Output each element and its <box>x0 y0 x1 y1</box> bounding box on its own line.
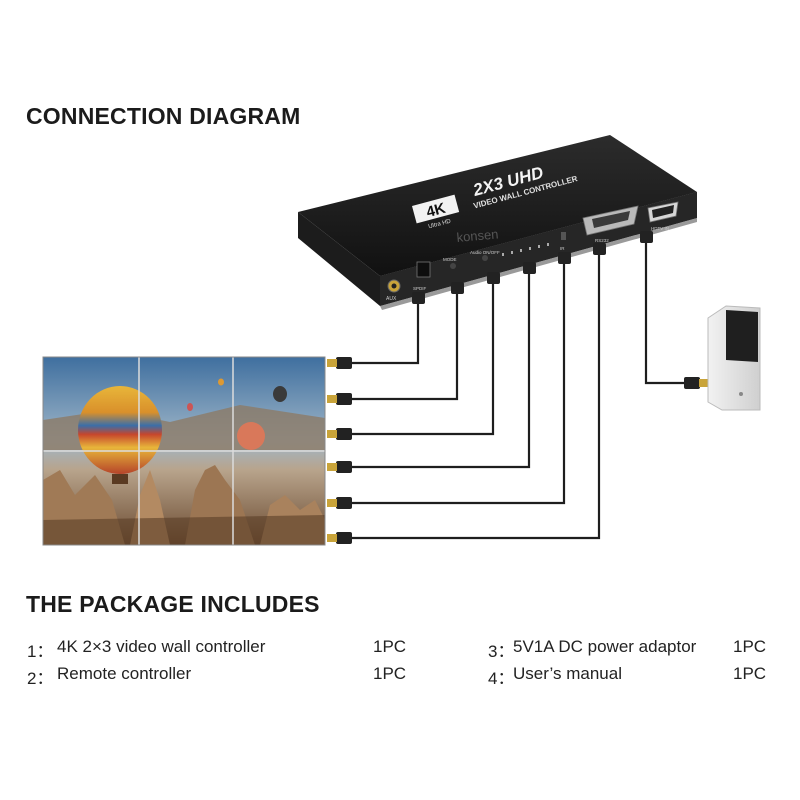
audio-label: Audio ON/OFF <box>470 250 500 255</box>
hdmi-plug-tip <box>327 463 337 471</box>
hdmi-plug-tip <box>327 499 337 507</box>
hdmi-plugs-at-wall <box>327 357 352 544</box>
hdmi-plug <box>336 393 352 405</box>
video-wall-display <box>42 356 326 546</box>
pc-front-panel <box>726 310 758 362</box>
hot-air-balloon <box>273 386 287 402</box>
watermark: konsen <box>456 226 499 245</box>
hot-air-balloon <box>237 422 265 450</box>
spdif-port <box>416 261 431 278</box>
package-item-4-qty: 1PC <box>733 664 767 683</box>
hot-air-balloon <box>78 386 162 474</box>
pc-source <box>707 305 761 411</box>
hdmi-in-plug <box>640 231 653 243</box>
connection-diagram-heading: CONNECTION DIAGRAM <box>26 103 301 129</box>
4k-badge-subtext: Ultra HD <box>428 218 452 230</box>
rs232-port-pins <box>592 211 630 228</box>
package-item-4-name: User’s manual <box>513 664 622 683</box>
hdmi-out-plug-5 <box>558 252 571 264</box>
hdmi-input-plug-tip <box>699 379 709 387</box>
video-wall-controller-device: 4K Ultra HD 2X3 UHD VIDEO WALL CONTROLLE… <box>298 135 697 310</box>
package-item-1-name: 4K 2×3 video wall controller <box>57 637 266 656</box>
led <box>520 249 522 252</box>
hot-air-balloon <box>218 378 224 386</box>
hdmi-cable-6 <box>350 255 601 540</box>
ir-label: IR <box>560 246 565 251</box>
led <box>547 243 549 246</box>
hdmi-cable-2 <box>350 294 459 401</box>
package-item-3-name: 5V1A DC power adaptor <box>513 637 697 656</box>
device-top-face <box>298 135 697 276</box>
4k-badge-text: 4K <box>425 200 448 221</box>
rs232-label: RS232 <box>595 238 609 243</box>
package-includes-heading: THE PACKAGE INCLUDES <box>26 591 320 617</box>
led <box>502 253 504 256</box>
hdmi-in-port-slot <box>652 205 674 218</box>
hdmi-out-plug-6 <box>593 243 606 255</box>
aux-port-label: AUX <box>386 296 397 302</box>
hdmi-plug <box>336 357 352 369</box>
led <box>529 247 531 250</box>
led <box>538 245 540 248</box>
package-item-2-qty: 1PC <box>373 664 407 683</box>
hdmi-plug-tip <box>327 534 337 542</box>
package-item-2-name: Remote controller <box>57 664 192 683</box>
hdmi-plug <box>336 428 352 440</box>
mode-button <box>450 263 456 269</box>
package-item-3-number: 3： <box>488 642 515 661</box>
hdmi-plug-tip <box>327 395 337 403</box>
audio-button <box>482 255 488 261</box>
hdmi-input-cable <box>644 243 690 385</box>
mode-label: MODE <box>443 257 457 262</box>
hdmi-plug-tip <box>327 430 337 438</box>
spdif-port-label: SPDIF <box>413 286 427 291</box>
pc-power-button <box>739 392 743 396</box>
package-item-1-qty: 1PC <box>373 637 407 656</box>
package-item-3-qty: 1PC <box>733 637 767 656</box>
hdmi-cable-3 <box>350 284 495 436</box>
package-item-4-number: 4： <box>488 669 515 688</box>
led-indicators <box>502 243 549 256</box>
led <box>511 251 513 254</box>
wall-frame <box>42 356 326 546</box>
hdmi-out-plug-1 <box>412 292 425 304</box>
hdmi-plug <box>336 461 352 473</box>
package-item-1-number: 1： <box>27 642 54 661</box>
ground-shadow <box>43 515 325 545</box>
4k-badge <box>412 194 460 224</box>
hdmi-output-cables <box>350 255 601 540</box>
hdmi-cable-4 <box>350 274 531 469</box>
package-item-2-number: 2： <box>27 669 54 688</box>
aux-port-hole <box>391 283 397 289</box>
hdmi-out-plug-2 <box>451 282 464 294</box>
ir-port <box>561 232 566 240</box>
hdmi-out-plug-4 <box>523 262 536 274</box>
balloon-basket <box>112 474 128 484</box>
hdmi-input-plug <box>684 377 700 389</box>
hdmi-cable-5 <box>350 264 566 505</box>
hdmi-in-label: HDTV IN <box>651 226 669 231</box>
hdmi-out-plug-3 <box>487 272 500 284</box>
hdmi-cable-1 <box>350 304 420 365</box>
hot-air-balloon <box>187 403 193 411</box>
hdmi-plug <box>336 497 352 509</box>
hdmi-plug-tip <box>327 359 337 367</box>
hdmi-plug <box>336 532 352 544</box>
